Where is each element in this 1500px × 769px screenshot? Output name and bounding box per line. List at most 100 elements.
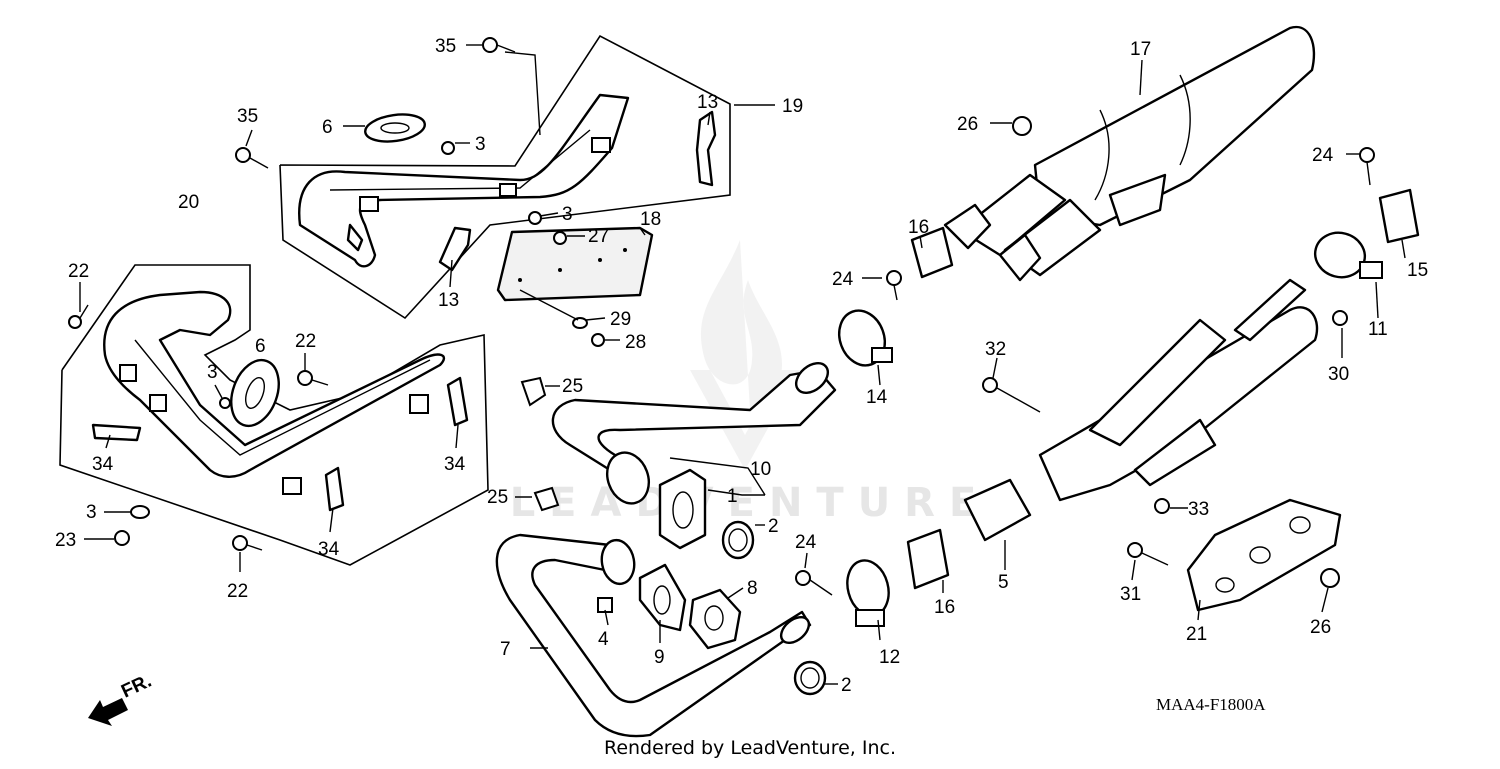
nut-3-left[interactable] xyxy=(219,397,231,409)
callout-24: 24 xyxy=(832,269,854,290)
bolt-24-lower[interactable] xyxy=(795,570,833,596)
bolt-27[interactable] xyxy=(553,231,567,245)
muffler-bracket-21[interactable] xyxy=(1186,498,1342,612)
callout-17: 17 xyxy=(1130,39,1151,60)
callout-32: 32 xyxy=(985,339,1006,360)
bolt-22-lower[interactable] xyxy=(232,535,263,551)
clamp-34-lower[interactable] xyxy=(324,466,345,512)
muffler-gasket-15[interactable] xyxy=(1378,188,1420,244)
callout-16: 16 xyxy=(908,217,929,238)
callout-13: 13 xyxy=(438,290,459,311)
callout-labels: 35 35 6 3 19 13 3 27 18 13 29 28 20 22 6… xyxy=(55,36,1428,696)
bolt-35-left[interactable] xyxy=(235,147,269,169)
callout-16: 16 xyxy=(934,597,955,618)
clip-25-upper[interactable] xyxy=(520,376,547,407)
gasket-2-lower[interactable] xyxy=(793,660,827,696)
clamp-band-13-upper[interactable] xyxy=(695,110,717,187)
callout-22: 22 xyxy=(68,261,89,282)
callout-3: 3 xyxy=(475,134,486,155)
footer-credit: Rendered by LeadVenture, Inc. xyxy=(603,737,897,759)
callout-30: 30 xyxy=(1328,364,1349,385)
gasket-8[interactable] xyxy=(688,588,742,650)
watermark-text: LEADVENTURE xyxy=(509,480,991,526)
joint-clamp-14[interactable] xyxy=(832,304,893,372)
callout-35: 35 xyxy=(435,36,456,57)
callout-8: 8 xyxy=(747,578,758,599)
callout-24: 24 xyxy=(795,532,817,553)
bolt-24-right[interactable] xyxy=(1359,147,1375,186)
gasket-2-upper[interactable] xyxy=(721,520,755,560)
bolt-31[interactable] xyxy=(1127,542,1169,566)
callout-29: 29 xyxy=(610,309,631,330)
muffler-gasket-16-lower[interactable] xyxy=(906,528,950,590)
bolt-24-upper[interactable] xyxy=(886,270,902,301)
muffler-5[interactable] xyxy=(963,278,1319,542)
callout-35: 35 xyxy=(237,106,258,127)
bolt-22-middle[interactable] xyxy=(297,370,329,386)
nut-3-upper[interactable] xyxy=(441,141,455,155)
clip-25-lower[interactable] xyxy=(533,486,560,512)
bolt-22-upper[interactable] xyxy=(68,304,89,329)
callout-22: 22 xyxy=(295,331,316,352)
callout-18: 18 xyxy=(640,209,661,230)
bolt-30[interactable] xyxy=(1332,310,1348,326)
heat-shield-assembly-19[interactable] xyxy=(279,34,731,320)
muffler-gasket-16-upper[interactable] xyxy=(910,226,954,279)
direction-label: FR. xyxy=(118,671,155,703)
callout-2: 2 xyxy=(841,675,852,696)
callout-6: 6 xyxy=(255,336,266,357)
joint-flange-1[interactable] xyxy=(658,468,707,550)
washer-29[interactable] xyxy=(572,317,588,329)
bolt-35-upper[interactable] xyxy=(482,37,516,53)
callout-1: 1 xyxy=(727,486,738,507)
callout-3: 3 xyxy=(207,362,218,383)
nut-33[interactable] xyxy=(1154,498,1170,514)
joint-clamp-12[interactable] xyxy=(841,556,894,627)
callout-25: 25 xyxy=(562,376,583,397)
clamp-34-right[interactable] xyxy=(446,376,469,427)
nut-26-upper[interactable] xyxy=(1012,116,1032,136)
nut-26-lower[interactable] xyxy=(1320,568,1340,588)
callout-22: 22 xyxy=(227,581,248,602)
joint-flange-9[interactable] xyxy=(638,563,687,632)
exhaust-pipe-protector-18[interactable] xyxy=(496,226,654,302)
exhaust-pipe-rear-7[interactable] xyxy=(495,533,814,738)
callout-3: 3 xyxy=(562,204,573,225)
clamp-34-left[interactable] xyxy=(91,423,142,442)
callout-6: 6 xyxy=(322,117,333,138)
callout-19: 19 xyxy=(782,96,803,117)
callout-3: 3 xyxy=(86,502,97,523)
nut-4[interactable] xyxy=(597,597,613,613)
callout-5: 5 xyxy=(998,572,1009,593)
callout-15: 15 xyxy=(1407,260,1428,281)
bolt-32[interactable] xyxy=(982,377,1041,413)
callout-14: 14 xyxy=(866,387,888,408)
callout-11: 11 xyxy=(1368,319,1388,340)
callout-10: 10 xyxy=(750,459,771,480)
gasket-6-lower[interactable] xyxy=(223,354,288,433)
front-direction-arrow: FR. xyxy=(88,671,155,726)
nut-3-lower[interactable] xyxy=(130,505,150,519)
nut-28[interactable] xyxy=(591,333,605,347)
clamp-band-13-lower[interactable] xyxy=(438,226,472,272)
bolt-23[interactable] xyxy=(114,530,130,546)
diagram-code: MAA4-F1800A xyxy=(1156,695,1266,714)
gasket-6-upper[interactable] xyxy=(363,111,426,145)
callout-4: 4 xyxy=(598,629,609,650)
callout-31: 31 xyxy=(1120,584,1141,605)
heat-shield-assembly-20[interactable] xyxy=(59,264,489,566)
nut-3-middle[interactable] xyxy=(528,211,542,225)
callout-28: 28 xyxy=(625,332,646,353)
callout-34: 34 xyxy=(444,454,466,475)
joint-clamp-11[interactable] xyxy=(1310,227,1383,282)
callout-25: 25 xyxy=(487,487,508,508)
exhaust-pipe-front-10[interactable] xyxy=(551,357,837,509)
callout-21: 21 xyxy=(1186,624,1207,645)
callout-9: 9 xyxy=(654,647,665,668)
callout-13: 13 xyxy=(697,92,718,113)
callout-27: 27 xyxy=(588,226,609,247)
muffler-17[interactable] xyxy=(943,25,1316,282)
leader-lines xyxy=(79,44,1406,685)
callout-26: 26 xyxy=(1310,617,1331,638)
